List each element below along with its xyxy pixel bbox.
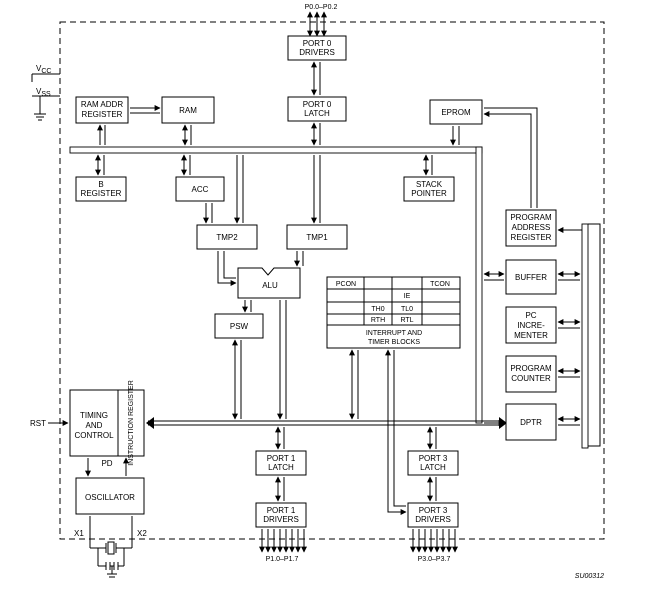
svg-text:RAM ADDR: RAM ADDR [81, 100, 123, 109]
svg-text:PORT 1: PORT 1 [267, 454, 296, 463]
svg-text:LATCH: LATCH [304, 109, 330, 118]
port1-drivers-block: PORT 1 DRIVERS [255, 502, 307, 528]
tl0-label: TL0 [401, 306, 413, 313]
figure-code: SU00312 [575, 573, 604, 580]
chip-boundary [59, 21, 605, 540]
rst-label: RST [30, 419, 46, 428]
svg-text:STACK: STACK [416, 180, 443, 189]
svg-text:PORT 0: PORT 0 [303, 39, 332, 48]
p1-pins [259, 529, 307, 553]
svg-text:MENTER: MENTER [514, 331, 548, 340]
p3-pins [410, 529, 458, 553]
rtl-label: RTL [400, 317, 413, 324]
svg-text:TIMING: TIMING [80, 411, 108, 420]
svg-text:B: B [98, 180, 103, 189]
svg-text:PC: PC [525, 311, 536, 320]
svg-text:PORT 0: PORT 0 [303, 100, 332, 109]
svg-text:REGISTER: REGISTER [81, 189, 122, 198]
svg-text:REGISTER: REGISTER [511, 233, 552, 242]
svg-text:PORT 1: PORT 1 [267, 506, 296, 515]
svg-text:INTERRUPT AND: INTERRUPT AND [366, 330, 422, 337]
svg-text:TIMER BLOCKS: TIMER BLOCKS [368, 339, 420, 346]
rth-label: RTH [371, 317, 385, 324]
svg-text:LATCH: LATCH [420, 463, 446, 472]
svg-text:INCRE-: INCRE- [517, 321, 545, 330]
svg-text:RAM: RAM [179, 106, 197, 115]
dptr-block: DPTR [505, 403, 557, 441]
svg-text:DPTR: DPTR [520, 418, 542, 427]
svg-text:PORT 3: PORT 3 [419, 506, 448, 515]
tmp2-block: TMP2 [196, 224, 258, 250]
svg-text:DRIVERS: DRIVERS [415, 515, 451, 524]
pc-incrementer-block: PC INCRE- MENTER [505, 306, 557, 344]
svg-text:PROGRAM: PROGRAM [510, 364, 552, 373]
port0-drivers-block: PORT 0 DRIVERS [287, 35, 347, 61]
svg-text:REGISTER: REGISTER [82, 110, 123, 119]
buffer-block: BUFFER [505, 259, 557, 295]
svg-text:LATCH: LATCH [268, 463, 294, 472]
program-address-register-block: PROGRAM ADDRESS REGISTER [505, 209, 557, 247]
port3-latch-block: PORT 3 LATCH [407, 450, 459, 476]
timing-control-block: TIMING AND CONTROL INSTRUCTION REGISTER [69, 380, 145, 466]
ie-label: IE [404, 293, 411, 300]
svg-text:EPROM: EPROM [441, 108, 471, 117]
psw-block: PSW [214, 313, 264, 339]
th0-label: TH0 [371, 306, 384, 313]
svg-text:CONTROL: CONTROL [74, 431, 114, 440]
svg-text:ALU: ALU [262, 281, 278, 290]
internal-data-bus [69, 146, 483, 424]
b-register-block: B REGISTER [75, 176, 127, 202]
p0-pins [307, 11, 327, 37]
lower-bus [146, 417, 507, 429]
svg-text:OSCILLATOR: OSCILLATOR [85, 493, 135, 502]
svg-text:POINTER: POINTER [411, 189, 447, 198]
svg-text:AND: AND [86, 421, 103, 430]
p1-pin-label: P1.0–P1.7 [266, 556, 299, 563]
port3-drivers-block: PORT 3 DRIVERS [407, 502, 459, 528]
port1-latch-block: PORT 1 LATCH [255, 450, 307, 476]
instruction-register-label: INSTRUCTION REGISTER [128, 380, 135, 466]
svg-text:BUFFER: BUFFER [515, 273, 547, 282]
tcon-label: TCON [430, 281, 450, 288]
svg-text:DRIVERS: DRIVERS [299, 48, 335, 57]
pd-label: PD [101, 459, 112, 468]
p0-pin-label: P0.0–P0.2 [305, 4, 338, 11]
svg-text:TMP1: TMP1 [306, 233, 328, 242]
oscillator-block: OSCILLATOR [75, 477, 145, 515]
svg-text:ADDRESS: ADDRESS [512, 223, 551, 232]
interrupt-timer-blocks: PCON TCON IE TH0 TL0 RTH RTL INTERRUPT A… [326, 276, 461, 349]
connections [48, 61, 601, 515]
program-counter-block: PROGRAM COUNTER [505, 355, 557, 393]
svg-text:DRIVERS: DRIVERS [263, 515, 299, 524]
tmp1-block: TMP1 [286, 224, 348, 250]
x2-label: X2 [137, 529, 147, 538]
x1-label: X1 [74, 529, 84, 538]
p3-pin-label: P3.0–P3.7 [418, 556, 451, 563]
svg-text:PORT 3: PORT 3 [419, 454, 448, 463]
stack-pointer-block: STACK POINTER [403, 176, 455, 202]
port0-latch-block: PORT 0 LATCH [287, 96, 347, 122]
svg-text:PROGRAM: PROGRAM [510, 213, 552, 222]
ram-addr-register-block: RAM ADDR REGISTER [75, 96, 129, 124]
vcc-label: VCC [36, 64, 51, 75]
vss-label: VSS [36, 87, 51, 98]
eprom-block: EPROM [429, 99, 483, 125]
svg-text:TMP2: TMP2 [216, 233, 238, 242]
power-pins: VCC VSS [31, 64, 60, 121]
crystal-circuit [89, 516, 133, 578]
ram-block: RAM [161, 96, 215, 124]
svg-text:COUNTER: COUNTER [511, 374, 551, 383]
svg-text:ACC: ACC [192, 185, 209, 194]
svg-text:PSW: PSW [230, 322, 249, 331]
pcon-label: PCON [336, 281, 356, 288]
alu-block: ALU [237, 267, 301, 299]
acc-block: ACC [175, 176, 225, 202]
